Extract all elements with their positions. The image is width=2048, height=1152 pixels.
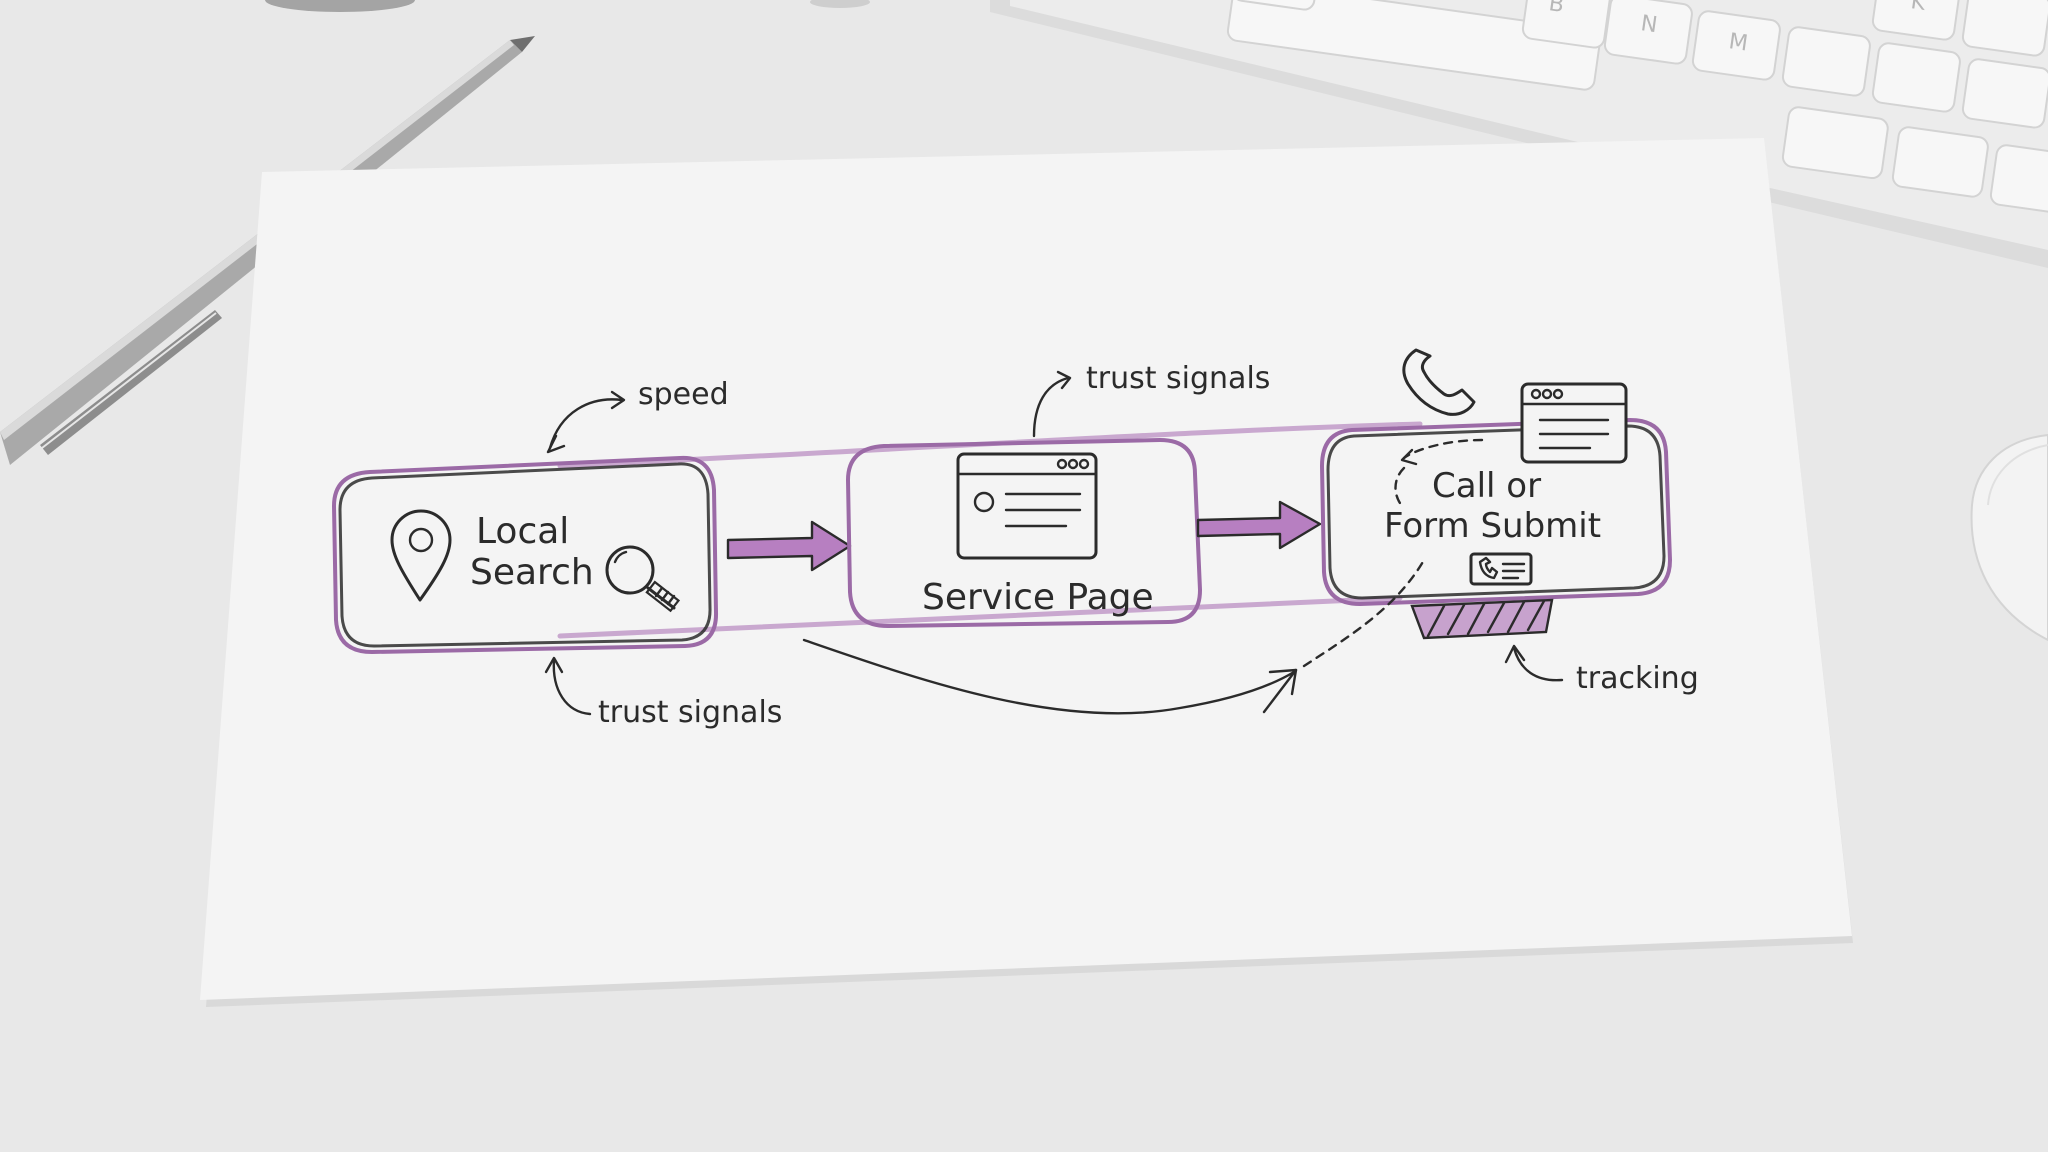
key-top-row-1 — [1231, 0, 1321, 11]
call-or-form-line-2: Form Submit — [1384, 506, 1601, 546]
node-local-search: Local Search — [332, 455, 719, 654]
key-slash — [1961, 58, 2048, 129]
dashed-loop-arrowhead — [1400, 448, 1418, 466]
magnifier-icon — [605, 545, 681, 613]
paper-sheet — [200, 138, 1853, 1007]
browser-window-icon — [956, 452, 1098, 560]
annotation-speed: speed — [546, 377, 729, 454]
key-m-label: M — [1727, 29, 1749, 56]
key-n-label: N — [1639, 11, 1659, 38]
arrow-local-to-service — [726, 520, 852, 572]
trust-signals-top-label: trust signals — [1086, 361, 1270, 396]
phone-icon — [1402, 348, 1476, 416]
key-arrow-left — [1781, 106, 1889, 180]
location-pin-icon — [390, 509, 452, 602]
local-search-line-2: Search — [470, 552, 594, 593]
key-m — [1691, 10, 1781, 81]
key-k — [1871, 0, 1961, 41]
trust-signals-bottom-label: trust signals — [598, 695, 782, 730]
contact-card-icon — [1469, 552, 1533, 586]
key-b-label: B — [1547, 0, 1565, 18]
local-search-line-1: Local — [476, 511, 569, 552]
key-arrow-down — [1891, 126, 1989, 198]
key-comma — [1781, 26, 1871, 97]
key-n — [1603, 0, 1693, 65]
keyboard: B N M K — [990, 0, 2048, 268]
call-or-form-line-1: Call or — [1432, 466, 1541, 506]
mug-edge — [265, 0, 415, 12]
key-k-label: K — [1909, 0, 1927, 16]
annotation-tracking: tracking — [1504, 644, 1699, 696]
annotation-trust-bottom: trust signals — [544, 656, 782, 730]
dashed-loop-top — [1402, 438, 1484, 460]
key-period — [1871, 42, 1961, 113]
bypass-arrow — [802, 558, 1426, 715]
object-edge — [810, 0, 870, 8]
node-service-page: Service Page — [846, 438, 1202, 628]
form-window-icon — [1520, 382, 1628, 464]
keyboard-spacebar — [1226, 0, 1602, 91]
key-b — [1521, 0, 1611, 49]
tracking-label: tracking — [1576, 661, 1699, 696]
annotation-trust-top: trust signals — [1032, 361, 1270, 438]
speed-label: speed — [638, 377, 729, 412]
arrow-service-to-call — [1196, 500, 1322, 550]
service-page-label: Service Page — [922, 577, 1154, 618]
mouse — [1970, 433, 2048, 642]
key-l — [1961, 0, 2048, 57]
key-arrow-right — [1989, 144, 2048, 216]
dashed-loop-left — [1394, 466, 1406, 508]
node-call-or-form: Call or Form Submit — [1320, 348, 1672, 640]
tracking-tray — [1410, 598, 1554, 640]
